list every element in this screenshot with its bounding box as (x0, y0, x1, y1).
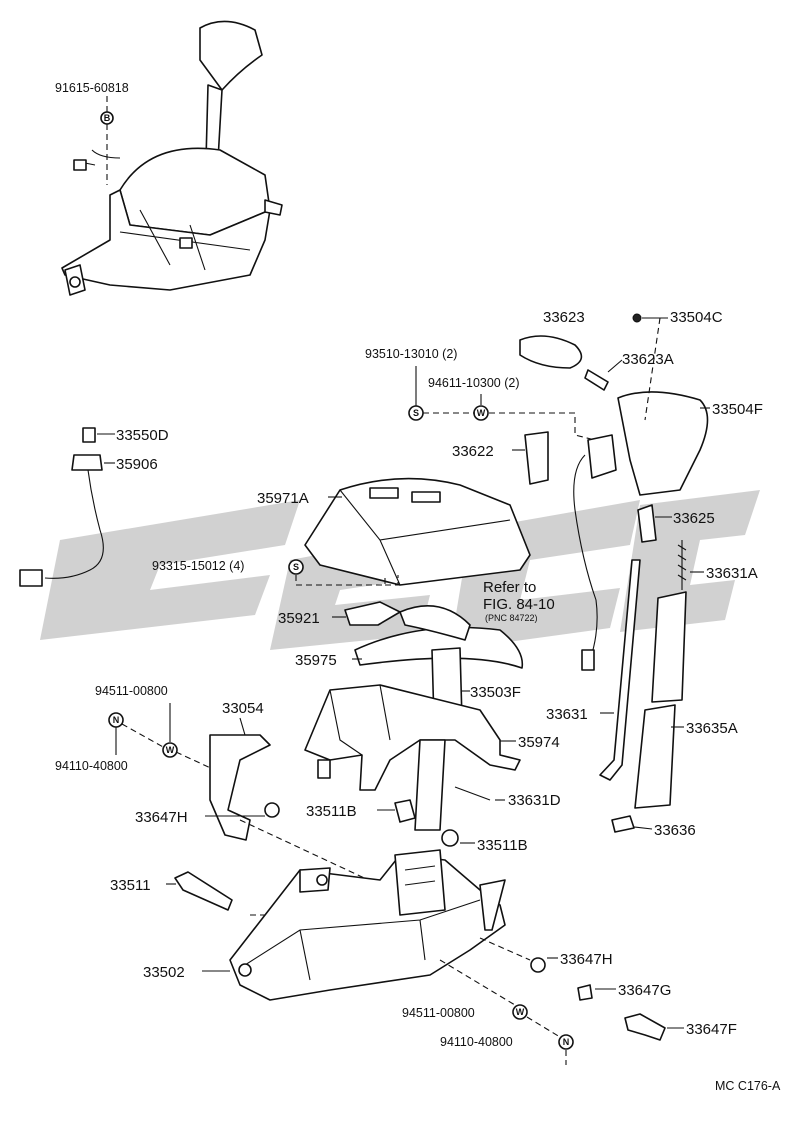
label-33504c: 33504C (670, 309, 723, 326)
symbol-w-text-2: W (166, 745, 175, 755)
part-33636 (611, 815, 635, 833)
leader-lower-fasteners-dash (439, 959, 567, 1065)
shift-knob-parts (519, 313, 709, 496)
label-33503f: 33503F (470, 684, 521, 701)
symbol-w-text-3: W (516, 1007, 525, 1017)
part-33647h-lower (530, 957, 546, 973)
base-bracket-33502 (229, 849, 506, 1001)
symbol-n-text-1: N (113, 715, 120, 725)
label-91615-60818: 91615-60818 (55, 81, 129, 95)
figure-code: MC C176-A (715, 1079, 781, 1093)
label-94110-40800-top: 94110-40800 (55, 759, 128, 773)
label-94611-10300: 94611-10300 (2) (428, 376, 520, 390)
part-33635a (634, 704, 676, 809)
symbol-n-text-2: N (563, 1037, 570, 1047)
label-33054: 33054 (222, 700, 264, 717)
label-33636: 33636 (654, 822, 696, 839)
label-93510-13010: 93510-13010 (2) (365, 347, 457, 361)
label-fig-84-10: FIG. 84-10 (483, 596, 555, 613)
part-33631a-holder (651, 591, 687, 703)
leader-33636 (633, 826, 653, 830)
label-33511: 33511 (110, 877, 151, 894)
label-33504f: 33504F (712, 401, 763, 418)
upper-cover-35971a (304, 477, 531, 586)
shift-lever-rod (414, 739, 446, 831)
lower-cover-35974 (304, 684, 521, 791)
part-33647f (624, 1013, 666, 1041)
part-33622 (524, 431, 549, 485)
symbol-s-text-1: S (413, 408, 419, 418)
label-33622: 33622 (452, 443, 494, 460)
label-33631: 33631 (546, 706, 588, 723)
label-33647h-right: 33647H (560, 951, 613, 968)
switch-parts (19, 427, 104, 587)
label-33511b-left: 33511B (306, 803, 357, 820)
label-94110-40800-bottom: 94110-40800 (440, 1035, 513, 1049)
leader-33647h-dash (479, 937, 531, 961)
label-35906: 35906 (116, 456, 158, 473)
label-93315-15012: 93315-15012 (4) (152, 559, 244, 573)
leader-lower-left-dash (121, 723, 216, 771)
label-pnc-84722: (PNC 84722) (485, 613, 538, 623)
selector-switch-and-wire (573, 434, 617, 671)
part-35975-top (399, 605, 471, 641)
bolt-33511 (174, 871, 233, 911)
washer-symbol-w-2 (162, 742, 178, 758)
nut-symbol-n-2 (558, 1034, 574, 1050)
label-33550d: 33550D (116, 427, 169, 444)
part-33625 (637, 504, 657, 543)
symbol-s-text-2: S (293, 562, 299, 572)
label-33631a: 33631A (706, 565, 758, 582)
leader-33623a (607, 359, 623, 373)
symbol-w-text-1: W (477, 408, 486, 418)
label-33625: 33625 (673, 510, 715, 527)
symbol-b-text: B (104, 113, 111, 123)
part-33647g (577, 984, 593, 1001)
washer-symbol-w-3 (512, 1004, 528, 1020)
label-35971a: 35971A (257, 490, 309, 507)
part-33511b-right (441, 829, 459, 847)
leader-screw-dash (423, 412, 596, 441)
pin-33631d (454, 786, 491, 801)
label-33502: 33502 (143, 964, 185, 981)
part-33511b-left (394, 799, 416, 823)
label-35921: 35921 (278, 610, 320, 627)
label-35975: 35975 (295, 652, 337, 669)
label-33647h-left: 33647H (135, 809, 188, 826)
label-33647g: 33647G (618, 982, 671, 999)
leader-33054 (239, 717, 246, 736)
label-35974: 35974 (518, 734, 560, 751)
label-refer-to: Refer to (483, 579, 536, 596)
leader-93315-dash (295, 575, 399, 586)
label-33647f: 33647F (686, 1021, 737, 1038)
label-33623: 33623 (543, 309, 585, 326)
screw-symbol-s-2 (288, 559, 304, 575)
part-33647h-upper (264, 802, 280, 818)
bracket-33054 (209, 734, 271, 841)
leader-knob-dash (644, 317, 661, 421)
rod-33631 (599, 559, 641, 781)
label-33635a: 33635A (686, 720, 738, 737)
label-33631d: 33631D (508, 792, 561, 809)
label-94511-00800-bottom: 94511-00800 (402, 1006, 475, 1020)
label-33623a: 33623A (622, 351, 674, 368)
part-35921 (344, 601, 401, 626)
shift-lever-assembly-overview (61, 20, 283, 296)
label-94511-00800-top: 94511-00800 (95, 684, 168, 698)
label-33511b-right: 33511B (477, 837, 528, 854)
